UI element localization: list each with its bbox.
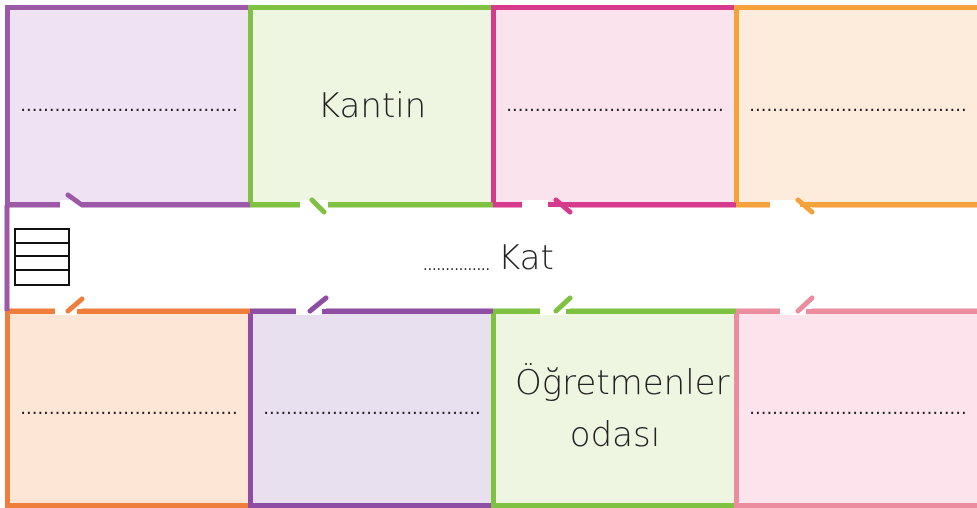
stair-step — [16, 257, 68, 271]
room-bottom-1-blank: ...................................... — [20, 397, 238, 419]
room-top-3: ...................................... — [491, 5, 739, 207]
room-top-2-label: Kantin — [317, 86, 427, 126]
room-top-4-blank: ...................................... — [749, 95, 967, 116]
stairs-icon — [14, 228, 70, 286]
corridor — [0, 207, 977, 309]
floor-label: Kat — [497, 238, 554, 278]
room-top-1: ...................................... — [5, 5, 253, 207]
stair-step — [16, 244, 68, 257]
corridor-label: ............... Kat — [0, 207, 977, 309]
room-top-1-blank: ...................................... — [20, 95, 238, 116]
floor-number-blank: ............... — [423, 258, 490, 274]
room-bottom-4-blank: ...................................... — [749, 397, 967, 419]
room-top-3-blank: ...................................... — [506, 95, 724, 116]
stair-step — [16, 230, 68, 244]
room-bottom-3-label: Öğretmenler odası — [515, 362, 730, 455]
room-bottom-2: ...................................... — [248, 309, 496, 508]
room-bottom-2-blank: ...................................... — [263, 397, 481, 419]
